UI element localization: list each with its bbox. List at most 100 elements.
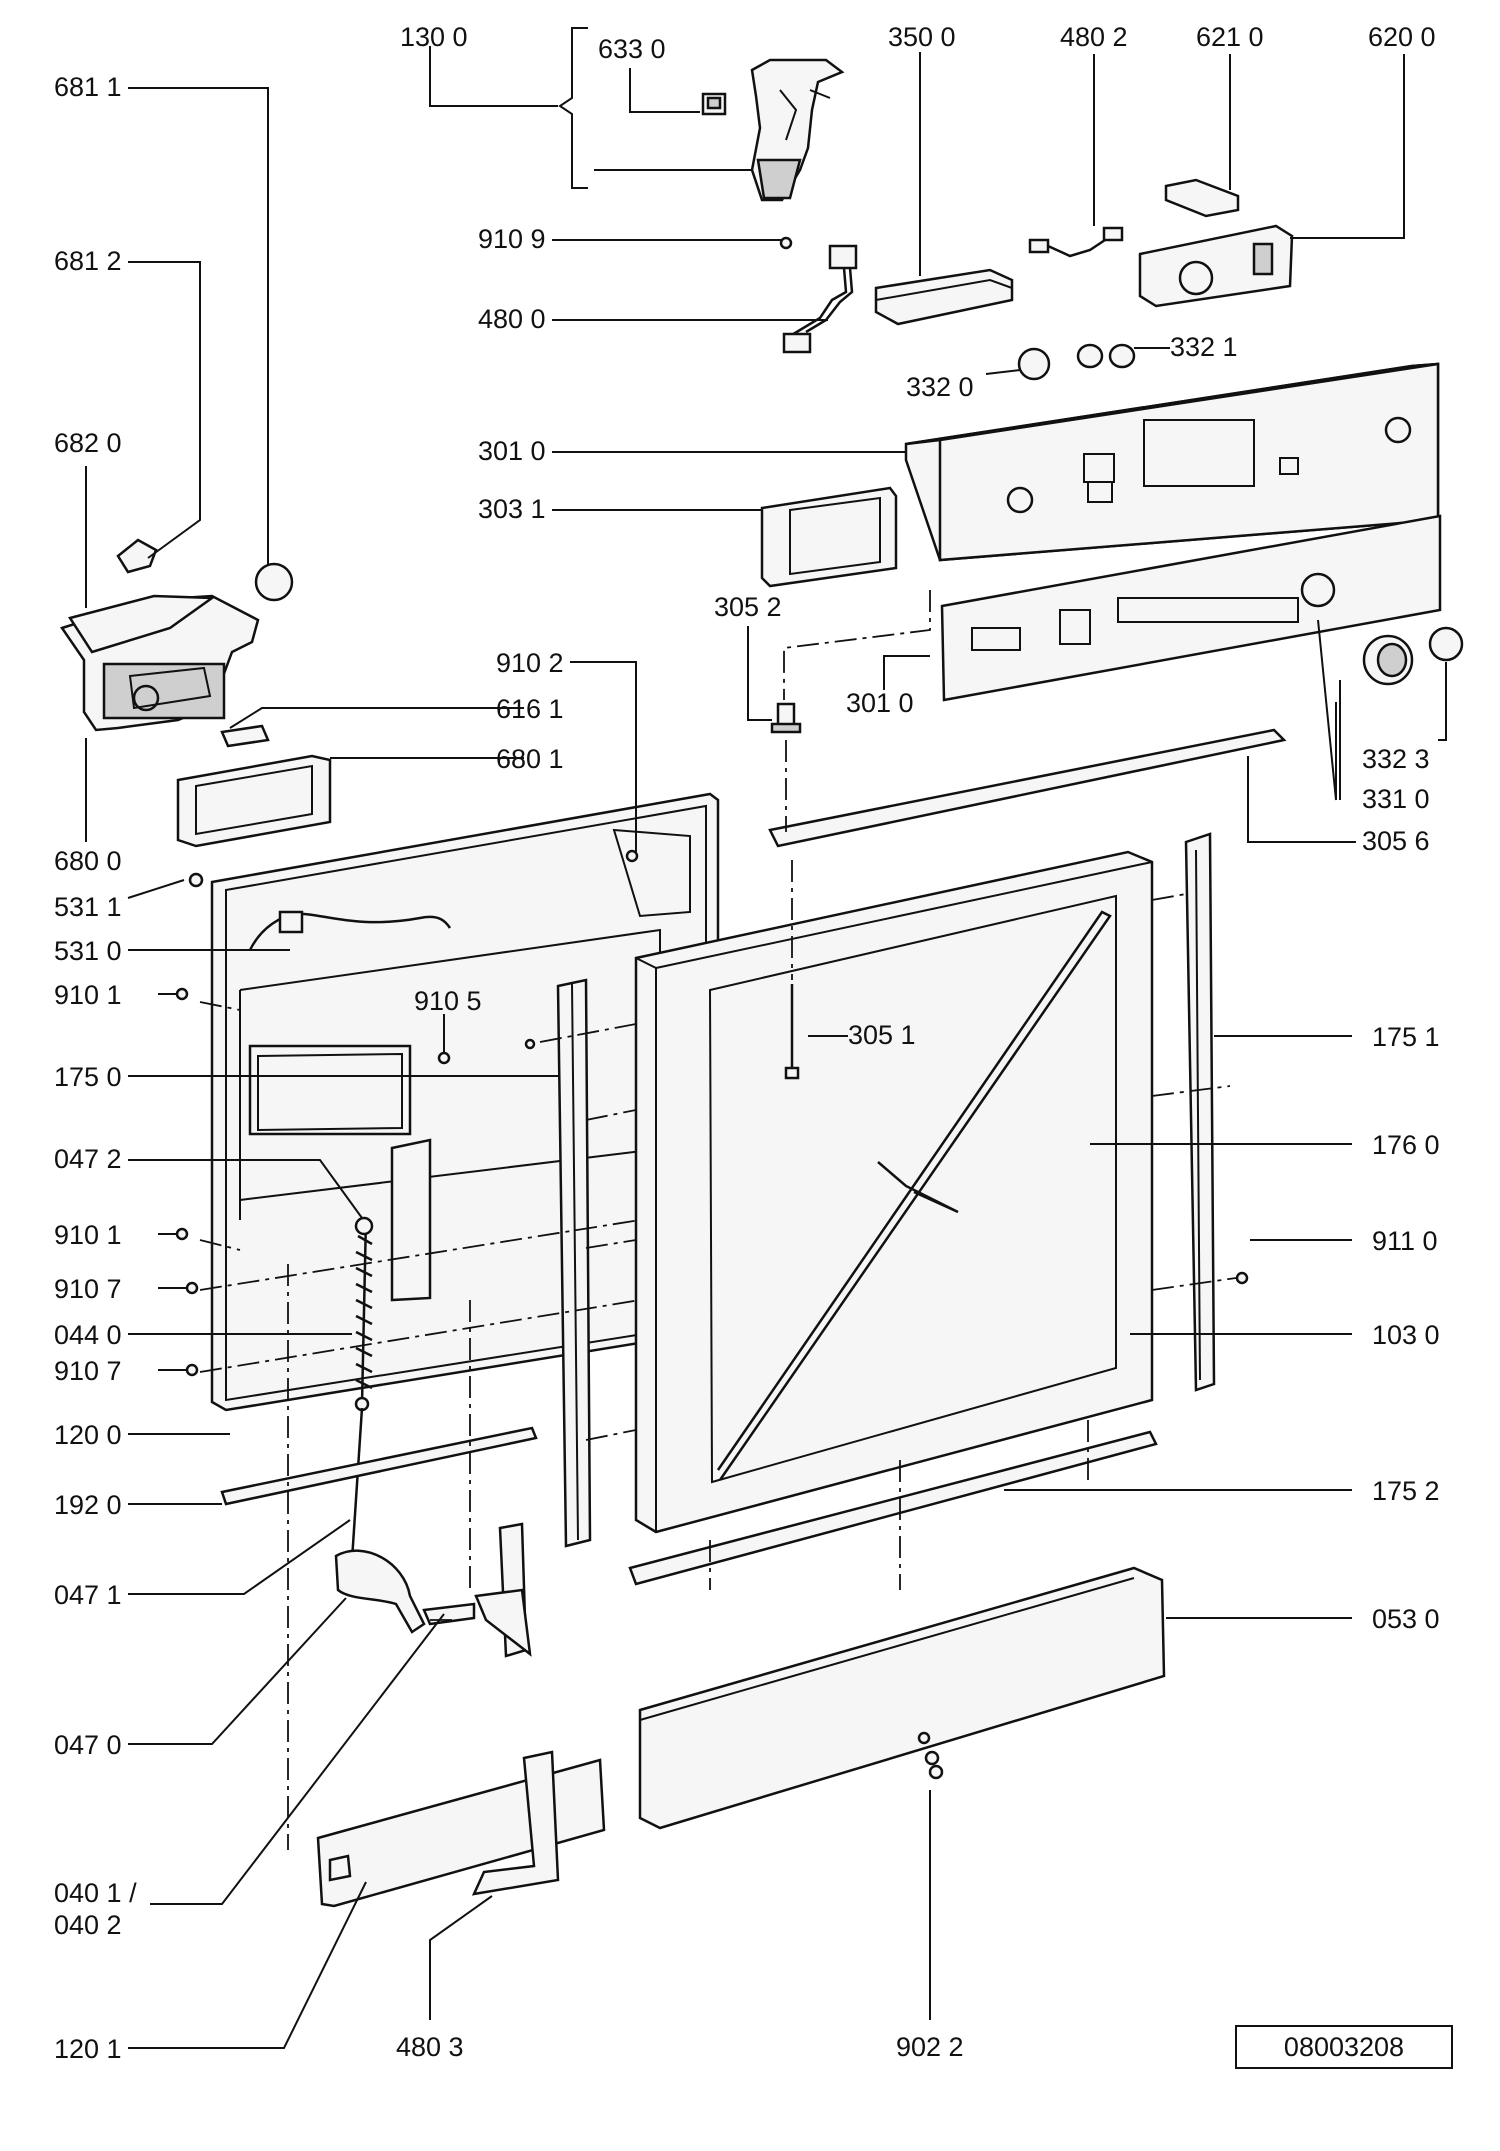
part-176-0-door-frame xyxy=(634,850,1154,1534)
label-175-2: 175 2 xyxy=(1372,1476,1440,1506)
drawing-number-box: 08003208 xyxy=(1235,2025,1453,2069)
label-680-0: 680 0 xyxy=(54,846,122,876)
screw-910-2 xyxy=(625,849,639,863)
drawing-number: 08003208 xyxy=(1284,2032,1404,2062)
label-621-0: 621 0 xyxy=(1196,22,1264,52)
label-175-1: 175 1 xyxy=(1372,1022,1440,1052)
screw-910-9 xyxy=(779,236,793,250)
part-120-0-inner-door xyxy=(210,792,720,1412)
label-305-1: 305 1 xyxy=(848,1020,916,1050)
label-130-0: 130 0 xyxy=(400,22,468,52)
label-682-0: 682 0 xyxy=(54,428,122,458)
label-480-0: 480 0 xyxy=(478,304,546,334)
part-301-0-control-panel xyxy=(904,362,1440,562)
label-480-2: 480 2 xyxy=(1060,22,1128,52)
label-910-7-lower: 910 7 xyxy=(54,1356,122,1386)
screw-305-1 xyxy=(784,984,800,1080)
part-labels: 130 0 633 0 350 0 480 2 621 0 620 0 681 … xyxy=(54,22,1440,2064)
label-332-1: 332 1 xyxy=(1170,332,1238,362)
part-332-1-knobs xyxy=(1076,343,1136,369)
label-616-1: 616 1 xyxy=(496,694,564,724)
part-175-0-side-strip xyxy=(556,978,592,1548)
part-480-0-harness xyxy=(782,244,858,354)
part-616-1-latch xyxy=(220,724,270,748)
part-332-3-knob xyxy=(1428,626,1464,662)
label-531-1: 531 1 xyxy=(54,892,122,922)
part-680-0-dispenser xyxy=(60,594,260,732)
part-680-1-gasket xyxy=(176,754,332,848)
screw-910-1-upper xyxy=(175,987,189,1001)
screw-910-door xyxy=(524,1038,536,1050)
alignment-lines xyxy=(199,590,1237,1850)
label-331-0: 331 0 xyxy=(1362,784,1430,814)
label-053-0: 053 0 xyxy=(1372,1604,1440,1634)
label-910-2: 910 2 xyxy=(496,648,564,678)
label-620-0: 620 0 xyxy=(1368,22,1436,52)
part-681-2-clip xyxy=(116,538,158,574)
label-040-1: 040 1 / xyxy=(54,1878,137,1908)
label-681-2: 681 2 xyxy=(54,246,122,276)
part-305-2-pin xyxy=(770,702,802,734)
label-040-2: 040 2 xyxy=(54,1910,122,1940)
label-120-0: 120 0 xyxy=(54,1420,122,1450)
label-192-0: 192 0 xyxy=(54,1490,122,1520)
part-633-0-switch xyxy=(701,92,727,116)
label-910-5: 910 5 xyxy=(414,986,482,1016)
part-621-0-board xyxy=(1164,178,1240,218)
screw-910-1-lower xyxy=(175,1227,189,1241)
label-531-0: 531 0 xyxy=(54,936,122,966)
label-350-0: 350 0 xyxy=(888,22,956,52)
part-350-0-module xyxy=(874,268,1014,326)
label-175-0: 175 0 xyxy=(54,1062,122,1092)
part-040-1-bracket xyxy=(422,1522,532,1658)
screw-531-1 xyxy=(188,872,204,888)
label-910-9: 910 9 xyxy=(478,224,546,254)
label-044-0: 044 0 xyxy=(54,1320,122,1350)
label-332-3: 332 3 xyxy=(1362,744,1430,774)
label-103-0: 103 0 xyxy=(1372,1320,1440,1350)
part-130-0-hinge-block xyxy=(750,58,845,202)
label-301-0-top: 301 0 xyxy=(478,436,546,466)
label-680-1: 680 1 xyxy=(496,744,564,774)
label-047-0: 047 0 xyxy=(54,1730,122,1760)
label-047-1: 047 1 xyxy=(54,1580,122,1610)
part-047-1-rod xyxy=(350,1407,364,1561)
part-301-0-faceplate xyxy=(940,514,1442,702)
label-910-1-upper: 910 1 xyxy=(54,980,122,1010)
label-633-0: 633 0 xyxy=(598,34,666,64)
part-303-1-insert xyxy=(760,486,898,588)
label-910-1-lower: 910 1 xyxy=(54,1220,122,1250)
leader-lines xyxy=(85,46,1447,2049)
part-047-0-cam xyxy=(334,1549,426,1634)
screw-911-0 xyxy=(1235,1271,1249,1285)
part-331-0-knob xyxy=(1362,634,1414,686)
label-910-7-upper: 910 7 xyxy=(54,1274,122,1304)
part-175-1-side-strip xyxy=(1184,832,1216,1392)
label-332-0: 332 0 xyxy=(906,372,974,402)
part-044-0-spring xyxy=(354,1216,374,1412)
label-911-0: 911 0 xyxy=(1372,1226,1438,1256)
part-480-3-bracket xyxy=(471,1750,560,1896)
label-120-1: 120 1 xyxy=(54,2034,122,2064)
part-053-0-kick-plate xyxy=(638,1566,1166,1830)
part-130-0-bracket xyxy=(558,27,588,189)
label-681-1: 681 1 xyxy=(54,72,122,102)
part-620-0-control-board xyxy=(1138,224,1294,308)
label-303-1: 303 1 xyxy=(478,494,546,524)
part-305-6-rail xyxy=(768,728,1287,848)
label-305-2: 305 2 xyxy=(714,592,782,622)
part-192-0-channel xyxy=(220,1426,538,1506)
part-681-1-cap xyxy=(254,562,294,602)
part-175-2-strip xyxy=(628,1430,1158,1586)
screw-910-7-lower xyxy=(185,1363,199,1377)
label-176-0: 176 0 xyxy=(1372,1130,1440,1160)
label-902-2: 902 2 xyxy=(896,2032,964,2062)
screw-910-5 xyxy=(437,1051,451,1065)
part-332-0-knob xyxy=(1017,347,1051,381)
label-480-3: 480 3 xyxy=(396,2032,464,2062)
part-120-1-lower-panel xyxy=(316,1758,606,1908)
label-301-0-faceplate: 301 0 xyxy=(846,688,914,718)
label-047-2: 047 2 xyxy=(54,1144,122,1174)
